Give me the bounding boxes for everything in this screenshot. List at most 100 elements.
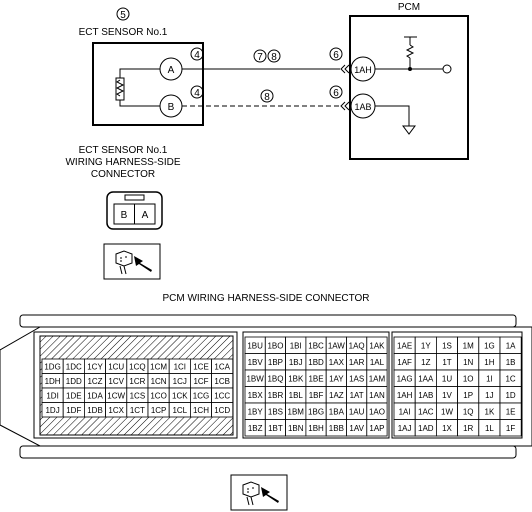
pin-label: 1BT [268,424,283,433]
pin-label: 1BO [267,341,283,350]
ground-icon [402,125,416,135]
connector-glyph [242,481,260,498]
pin-label: 1AZ [329,391,344,400]
callout-circle [267,49,281,63]
pin-label: 1BS [268,407,283,416]
pin-label: 1AU [349,407,365,416]
pin-label: 1BC [308,341,324,350]
pin-label: 1DC [66,362,82,371]
pin-label: 1DG [44,362,60,371]
connector-mark [340,101,350,111]
pin-label: 1AI [399,407,411,416]
pin-label: 1AJ [398,424,412,433]
connector-top-rail [19,314,517,328]
harness-caption-line: ECT SENSOR No.1 [79,145,168,156]
pin-label: 1BX [248,391,264,400]
pin-1ab-label: 1AB [354,102,371,112]
pin-label: 1BG [308,407,324,416]
pin-label: 1CA [214,362,230,371]
callout-number: 6 [333,88,339,99]
connector-glyph-pins [247,487,254,493]
pin-label: 1R [463,424,473,433]
harness-caption-line: WIRING HARNESS-SIDE [65,157,180,168]
signal-terminal [442,64,452,74]
pin-label: 1Q [463,407,474,416]
connector-bottom-rail [19,445,517,459]
pin-label: 1BL [289,391,304,400]
callout-number: 5 [120,10,126,21]
pin-label: 1AC [418,407,434,416]
pin-label: 1D [505,391,515,400]
pin-label: 1H [484,358,494,367]
view-direction-icon [103,243,161,280]
connector-glyph-wires [119,265,127,275]
pin-label: 1BU [247,341,263,350]
ect-sensor-title: ECT SENSOR No.1 [79,27,168,38]
pin-label: 1BV [248,358,264,367]
pin-label: 1DE [66,391,82,400]
pin-label: 1CX [108,406,124,415]
connector-mark [340,64,350,74]
sensor-internal-wire-a [119,68,160,78]
pin-label: 1T [442,358,451,367]
pin-label: 1AS [349,374,364,383]
pin-label: 1B [506,358,516,367]
pin-cell [366,419,388,437]
pin-label: 1Z [421,358,430,367]
pin-label: 1O [463,374,474,383]
ect-sensor: 5 ECT SENSOR No.1 A B [79,7,204,126]
callout-circle [116,7,130,21]
pin-cell [211,402,234,418]
callout-number: 7 [257,52,263,63]
pin-label: 1CO [150,391,166,400]
pin-1ah-label: 1AH [354,65,372,75]
pin-label: 1P [463,391,473,400]
pin-label: 1BB [329,424,344,433]
pin-label: 1DF [66,406,81,415]
pin-label: 1J [485,391,493,400]
pin-label: 1CC [214,391,230,400]
pcm-body [349,15,469,160]
connector-glyph-pins [120,256,127,262]
arrow-icon [261,487,279,503]
pcm: PCM 1AH 1AB [349,2,469,160]
pcm-title: PCM [398,2,420,13]
pin-label: 1G [484,341,495,350]
callout-number: 6 [333,50,339,61]
pin-label: 1CG [193,391,209,400]
pin-label: 1CS [130,391,146,400]
pin-label: 1CY [87,362,103,371]
pin-label: 1U [442,374,452,383]
pin-label: 1CF [193,377,208,386]
pin-label: 1BH [308,424,324,433]
pin-label: 1AT [350,391,364,400]
pin-label: 1BD [308,358,324,367]
callout-number: 8 [264,92,270,103]
pin-label: 1AG [397,374,413,383]
ect-sensor-body [92,42,204,126]
pin-label: 1DA [87,391,103,400]
arrow-icon [134,256,152,272]
face-pin-a: A [142,210,149,221]
pin-label: 1AQ [349,341,365,350]
callout-circle [260,89,274,103]
pin-label: 1CU [108,362,124,371]
pin-b-label: B [168,102,175,113]
pin-label: 1BA [329,407,345,416]
pin-label: 1S [442,341,452,350]
pin-label: 1Y [421,341,431,350]
pin-label: 1CE [193,362,209,371]
pin-label: 1AW [328,341,345,350]
pin-label: 1X [442,424,452,433]
pin-a-label: A [168,65,175,76]
pin-label: 1AF [397,358,412,367]
callout-circle [190,85,204,99]
pin-label: 1AP [369,424,384,433]
view-direction-icon [230,474,288,511]
pin-label: 1AR [349,358,365,367]
callout-circle [190,47,204,61]
connector-glyph [115,250,133,267]
